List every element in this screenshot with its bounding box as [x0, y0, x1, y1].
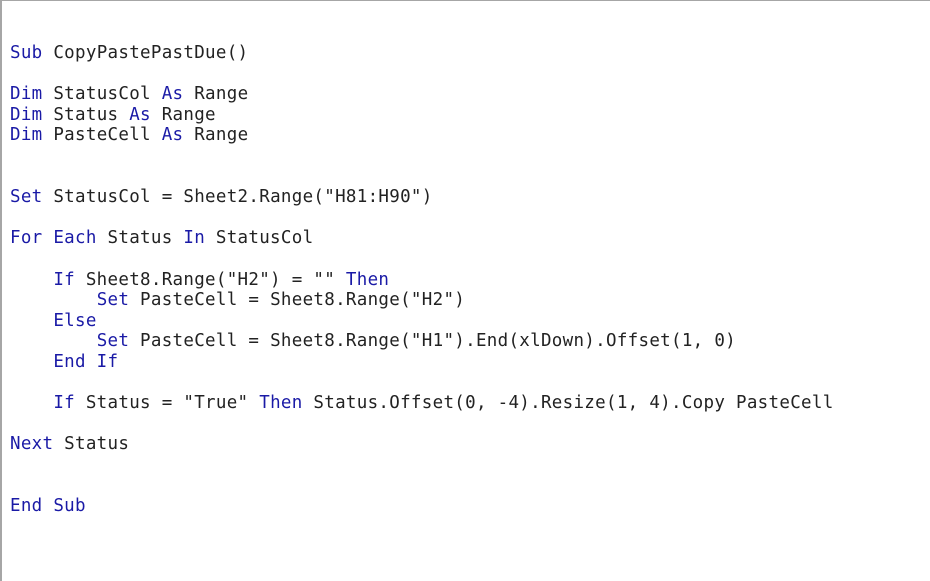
- code-keyword: As: [129, 104, 151, 125]
- code-text: StatusCol: [42, 84, 162, 105]
- code-text: Status.Offset(0, -4).Resize(1, 4).Copy P…: [302, 393, 834, 414]
- code-text: [10, 352, 53, 372]
- code-text: Status: [53, 434, 130, 455]
- code-text: StatusCol = Sheet2.Range("H81:H90"): [42, 187, 433, 208]
- code-line[interactable]: Set StatusCol = Sheet2.Range("H81:H90"): [10, 187, 834, 208]
- code-keyword: Next: [10, 434, 54, 455]
- code-text: Sheet8.Range("H2") = "": [75, 269, 346, 290]
- code-keyword: If: [53, 269, 76, 290]
- code-keyword: End Sub: [10, 496, 86, 517]
- code-line[interactable]: For Each Status In StatusCol: [10, 228, 834, 249]
- code-line[interactable]: Dim PasteCell As Range: [10, 125, 834, 146]
- code-text: CopyPastePastDue(): [42, 43, 249, 63]
- code-keyword: End If: [53, 351, 119, 372]
- code-line[interactable]: [10, 64, 834, 85]
- code-line[interactable]: Dim Status As Range: [10, 105, 834, 126]
- code-text: PasteCell = Sheet8.Range("H1").End(xlDow…: [129, 331, 737, 352]
- code-line[interactable]: [10, 455, 834, 476]
- code-keyword: Set: [96, 331, 130, 352]
- code-keyword: Set: [96, 290, 130, 311]
- code-keyword: As: [161, 125, 184, 146]
- code-keyword: As: [161, 84, 184, 105]
- code-text: [10, 331, 97, 351]
- code-line[interactable]: If Sheet8.Range("H2") = "" Then: [10, 270, 834, 291]
- code-text: [10, 311, 53, 331]
- code-text: [10, 290, 97, 310]
- code-keyword: Set: [10, 187, 43, 208]
- code-line[interactable]: Dim StatusCol As Range: [10, 84, 834, 105]
- code-text: PasteCell = Sheet8.Range("H2"): [129, 290, 466, 311]
- code-keyword: Then: [345, 269, 390, 290]
- code-keyword: Dim: [10, 84, 43, 105]
- code-line[interactable]: Else: [10, 311, 834, 332]
- code-line[interactable]: Set PasteCell = Sheet8.Range("H2"): [10, 290, 834, 311]
- code-text: Status: [42, 104, 130, 125]
- code-line[interactable]: [10, 249, 834, 270]
- code-line[interactable]: [10, 414, 834, 435]
- code-line[interactable]: [10, 146, 834, 167]
- code-keyword: If: [53, 393, 76, 414]
- code-text: Range: [183, 125, 249, 146]
- code-line[interactable]: Next Status: [10, 434, 834, 455]
- code-keyword: Else: [53, 310, 97, 331]
- code-text: StatusCol: [205, 228, 314, 249]
- code-line[interactable]: Set PasteCell = Sheet8.Range("H1").End(x…: [10, 331, 834, 352]
- code-line[interactable]: [10, 167, 834, 188]
- code-line[interactable]: End Sub: [10, 496, 834, 517]
- code-line[interactable]: [10, 208, 834, 229]
- code-line[interactable]: [10, 475, 834, 496]
- code-keyword: For Each: [10, 228, 97, 249]
- code-listing[interactable]: Sub CopyPastePastDue() Dim StatusCol As …: [10, 43, 834, 517]
- code-line[interactable]: If Status = "True" Then Status.Offset(0,…: [10, 393, 834, 414]
- code-line[interactable]: [10, 373, 834, 394]
- code-text: [10, 393, 53, 413]
- code-text: [10, 270, 53, 290]
- code-keyword: Then: [259, 393, 303, 414]
- code-text: PasteCell: [42, 125, 162, 146]
- code-text: Status = "True": [75, 393, 260, 414]
- code-keyword: Dim: [10, 125, 43, 146]
- code-keyword: Sub: [10, 43, 43, 63]
- code-text: Status: [96, 228, 184, 249]
- code-line[interactable]: End If: [10, 352, 834, 373]
- code-line[interactable]: Sub CopyPastePastDue(): [10, 43, 834, 64]
- code-text: Range: [150, 104, 216, 125]
- code-keyword: Dim: [10, 104, 43, 125]
- code-text: Range: [183, 84, 249, 105]
- code-keyword: In: [183, 228, 206, 249]
